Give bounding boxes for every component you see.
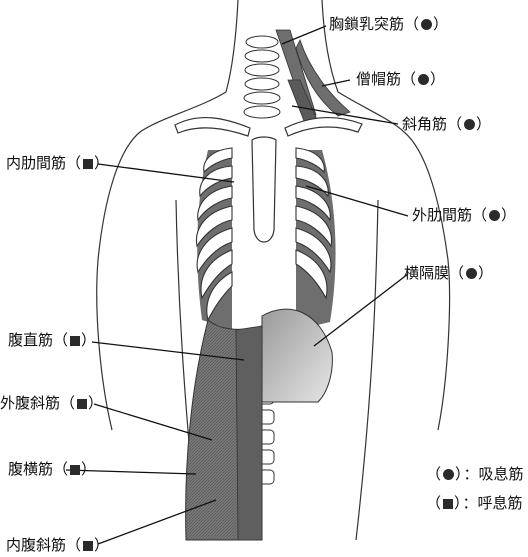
inhale-circle-icon bbox=[421, 19, 432, 30]
rectus-abdominis-name: 腹直筋 bbox=[8, 331, 53, 349]
inhale-circle-icon bbox=[466, 268, 477, 279]
internal-oblique-name: 内腹斜筋 bbox=[6, 536, 66, 554]
inhale-circle-icon bbox=[418, 74, 429, 85]
label-transversus-abdominis: 腹横筋（） bbox=[8, 462, 97, 477]
exhale-square-icon bbox=[83, 159, 93, 169]
exhale-square-icon bbox=[443, 499, 453, 509]
inhale-circle-icon bbox=[489, 210, 500, 221]
label-scalene: 斜角筋（） bbox=[402, 117, 492, 132]
exhale-square-icon bbox=[70, 336, 80, 346]
inhale-circle-icon bbox=[464, 119, 475, 130]
diaphragm-name: 横隔膜 bbox=[404, 264, 449, 282]
cervical-spine bbox=[244, 36, 280, 118]
legend-inhale: （）：吸息筋 bbox=[426, 467, 524, 482]
legend-exhale: （）：呼息筋 bbox=[426, 496, 523, 511]
label-diaphragm: 横隔膜（） bbox=[404, 266, 494, 281]
label-rectus-abdominis: 腹直筋（） bbox=[8, 333, 97, 348]
exhale-square-icon bbox=[77, 399, 87, 409]
label-scm: 胸鎖乳突筋（） bbox=[329, 17, 449, 32]
scm-name: 胸鎖乳突筋 bbox=[329, 15, 404, 33]
scalene-name: 斜角筋 bbox=[402, 115, 447, 133]
legend-exhale-text: ：呼息筋 bbox=[463, 494, 523, 512]
clavicles bbox=[175, 118, 362, 136]
external-intercostal-name: 外肋間筋 bbox=[412, 206, 472, 224]
exhale-square-icon bbox=[83, 541, 93, 551]
exhale-square-icon bbox=[70, 465, 80, 475]
internal-intercostal-name: 内肋間筋 bbox=[6, 154, 66, 172]
rectus-abdominis-muscle bbox=[236, 326, 262, 540]
label-external-oblique: 外腹斜筋（） bbox=[0, 396, 104, 411]
sternum bbox=[252, 137, 276, 242]
label-internal-oblique: 内腹斜筋（） bbox=[6, 538, 110, 553]
label-external-intercostal: 外肋間筋（） bbox=[412, 208, 517, 223]
inhale-circle-icon bbox=[443, 469, 454, 480]
legend-inhale-text: ：吸息筋 bbox=[464, 465, 524, 483]
trapezius-name: 僧帽筋 bbox=[356, 70, 401, 88]
label-trapezius: 僧帽筋（） bbox=[356, 72, 446, 87]
external-oblique-name: 外腹斜筋 bbox=[0, 394, 60, 412]
transversus-abdominis-name: 腹横筋 bbox=[8, 460, 53, 478]
label-internal-intercostal: 内肋間筋（） bbox=[6, 156, 110, 171]
